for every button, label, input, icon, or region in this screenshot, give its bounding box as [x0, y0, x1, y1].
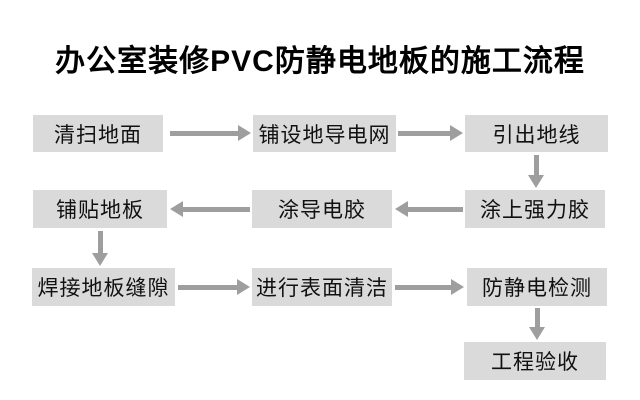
step-surface-cleaning: 进行表面清洁 [252, 268, 392, 306]
arrow-head [395, 201, 408, 217]
arrow-shaft [398, 130, 452, 136]
arrow-shaft [533, 155, 539, 177]
arrow-shaft [534, 308, 540, 329]
arrow-left-icon [170, 201, 250, 217]
arrow-head [170, 201, 183, 217]
arrow-shaft [178, 284, 239, 290]
page-title: 办公室装修PVC防静电地板的施工流程 [55, 45, 585, 78]
arrow-head [529, 327, 545, 340]
arrow-down-icon [528, 155, 544, 188]
step-lay-floor: 铺贴地板 [33, 190, 167, 228]
arrow-left-icon [395, 201, 463, 217]
step-clean-floor: 清扫地面 [33, 115, 163, 152]
step-lay-conductive-grid: 铺设地导电网 [253, 115, 396, 152]
step-apply-conductive-adhesive: 涂导电胶 [252, 190, 392, 228]
arrow-right-icon [170, 125, 251, 141]
arrow-shaft [395, 284, 453, 290]
arrow-shaft [97, 231, 103, 255]
arrow-head [528, 175, 544, 188]
arrow-shaft [181, 206, 250, 212]
arrow-head [238, 125, 251, 141]
step-antistatic-test: 防静电检测 [467, 268, 607, 306]
arrow-head [450, 125, 463, 141]
step-apply-strong-glue: 涂上强力胶 [465, 190, 605, 228]
arrow-head [92, 253, 108, 266]
step-lead-out-ground-wire: 引出地线 [465, 115, 608, 152]
arrow-right-icon [395, 279, 464, 295]
arrow-shaft [170, 130, 240, 136]
arrow-right-icon [398, 125, 463, 141]
arrow-down-icon [529, 308, 545, 340]
arrow-down-icon [92, 231, 108, 266]
step-project-acceptance: 工程验收 [464, 342, 606, 380]
step-weld-floor-seams: 焊接地板缝隙 [32, 268, 175, 306]
arrow-shaft [406, 206, 463, 212]
arrow-right-icon [178, 279, 250, 295]
arrow-head [237, 279, 250, 295]
arrow-head [451, 279, 464, 295]
